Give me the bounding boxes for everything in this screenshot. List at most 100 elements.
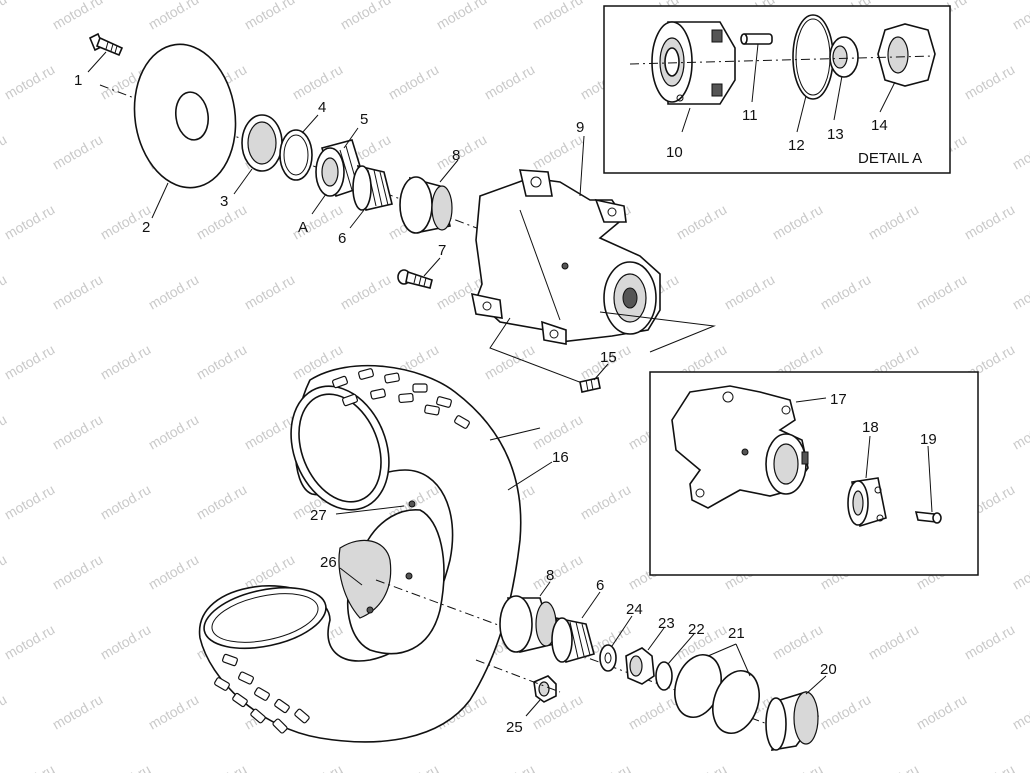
label-16: 16 <box>552 449 569 466</box>
watermark-text: motod.ru <box>50 0 106 33</box>
tread-block <box>222 653 238 667</box>
tread-block <box>254 687 270 701</box>
watermark-text: motod.ru <box>434 0 490 33</box>
label-A: A <box>298 219 308 236</box>
watermark-text: motod.ru <box>914 691 970 732</box>
tread-block <box>294 708 310 724</box>
watermark-text: motod.ru <box>386 61 442 102</box>
watermark-text: motod.ru <box>146 0 202 33</box>
watermark-text: motod.ru <box>866 621 922 662</box>
label-20: 20 <box>820 661 837 678</box>
tread-block <box>398 392 414 404</box>
label-10: 10 <box>666 144 683 161</box>
watermark-text: motod.ru <box>770 201 826 242</box>
watermark-text: motod.ru <box>290 761 346 773</box>
label-13: 13 <box>827 126 844 143</box>
part-20-hub-cap <box>765 691 819 751</box>
part-2-brake-disc <box>133 43 237 189</box>
watermark-text: motod.ru <box>146 411 202 452</box>
watermark-text: motod.ru <box>0 551 9 592</box>
watermark-text: motod.ru <box>146 271 202 312</box>
label-18: 18 <box>862 419 879 436</box>
label-9: 9 <box>576 119 584 136</box>
watermark-text: motod.ru <box>50 551 106 592</box>
watermark-text: motod.ru <box>50 691 106 732</box>
watermark-text: motod.ru <box>674 201 730 242</box>
label-3: 3 <box>220 193 228 210</box>
watermark-text: motod.ru <box>242 411 298 452</box>
watermark-text: motod.ru <box>962 201 1018 242</box>
watermark-text: motod.ru <box>914 271 970 312</box>
watermark-text: motod.ru <box>482 761 538 773</box>
watermark-text: motod.ru <box>98 621 154 662</box>
watermark-text: motod.ru <box>674 761 730 773</box>
label-6b: 6 <box>596 577 604 594</box>
tread-block <box>424 404 440 416</box>
tread-block <box>332 375 348 389</box>
watermark-text: motod.ru <box>50 271 106 312</box>
part-14-nut <box>877 23 936 87</box>
watermark-text: motod.ru <box>770 761 826 773</box>
watermark-text: motod.ru <box>1010 0 1030 33</box>
watermark-text: motod.ru <box>482 61 538 102</box>
tread-block <box>214 677 230 691</box>
watermark-text: motod.ru <box>194 481 250 522</box>
part-23-castle-nut <box>625 647 655 685</box>
part-7-bolt <box>397 269 433 289</box>
part-8-bearing-race <box>399 176 453 234</box>
label-5: 5 <box>360 111 368 128</box>
detail-a-title: DETAIL A <box>858 150 922 167</box>
watermark-text: motod.ru <box>530 551 586 592</box>
label-23: 23 <box>658 615 675 632</box>
label-1: 1 <box>74 72 82 89</box>
label-25: 25 <box>506 719 523 736</box>
watermark-text: motod.ru <box>146 691 202 732</box>
watermark-text: motod.ru <box>2 61 58 102</box>
watermark-text: motod.ru <box>1010 691 1030 732</box>
label-14: 14 <box>871 117 888 134</box>
part-4-ring <box>279 129 313 181</box>
tread-block <box>454 415 470 429</box>
part-25-lug-nut <box>533 675 557 703</box>
watermark-text: motod.ru <box>578 761 634 773</box>
part-17-hub <box>671 385 809 509</box>
watermark-text: motod.ru <box>1010 411 1030 452</box>
watermark-text: motod.ru <box>194 761 250 773</box>
label-26: 26 <box>320 554 337 571</box>
watermark-text: motod.ru <box>962 61 1018 102</box>
label-21: 21 <box>728 625 745 642</box>
part-16-wheel-tire <box>198 364 522 743</box>
tread-block <box>274 698 290 714</box>
label-12: 12 <box>788 137 805 154</box>
part-11-pin <box>740 33 773 45</box>
label-4: 4 <box>318 99 326 116</box>
watermark-text: motod.ru <box>1010 271 1030 312</box>
watermark-text: motod.ru <box>242 0 298 33</box>
tread-block <box>232 692 248 708</box>
watermark-text: motod.ru <box>242 271 298 312</box>
part-1-bolt <box>88 32 124 57</box>
watermark-text: motod.ru <box>338 271 394 312</box>
watermark-text: motod.ru <box>530 411 586 452</box>
watermark-text: motod.ru <box>722 271 778 312</box>
label-8: 8 <box>452 147 460 164</box>
label-22: 22 <box>688 621 705 638</box>
watermark-text: motod.ru <box>290 61 346 102</box>
tread-block <box>370 388 386 400</box>
label-15: 15 <box>600 349 617 366</box>
watermark-text: motod.ru <box>818 271 874 312</box>
tread-block <box>436 396 452 408</box>
watermark-text: motod.ru <box>194 341 250 382</box>
watermark-text: motod.ru <box>530 131 586 172</box>
part-8-bearing-race-lower <box>499 595 557 653</box>
label-17: 17 <box>830 391 847 408</box>
watermark-text: motod.ru <box>0 131 9 172</box>
part-9-hub <box>470 169 661 345</box>
watermark-text: motod.ru <box>50 131 106 172</box>
part-18-collar <box>847 477 887 528</box>
watermark-text: motod.ru <box>0 0 9 33</box>
watermark-text: motod.ru <box>0 691 9 732</box>
watermark-text: motod.ru <box>578 481 634 522</box>
part-24-washer <box>599 644 617 672</box>
tread-block <box>384 372 400 384</box>
